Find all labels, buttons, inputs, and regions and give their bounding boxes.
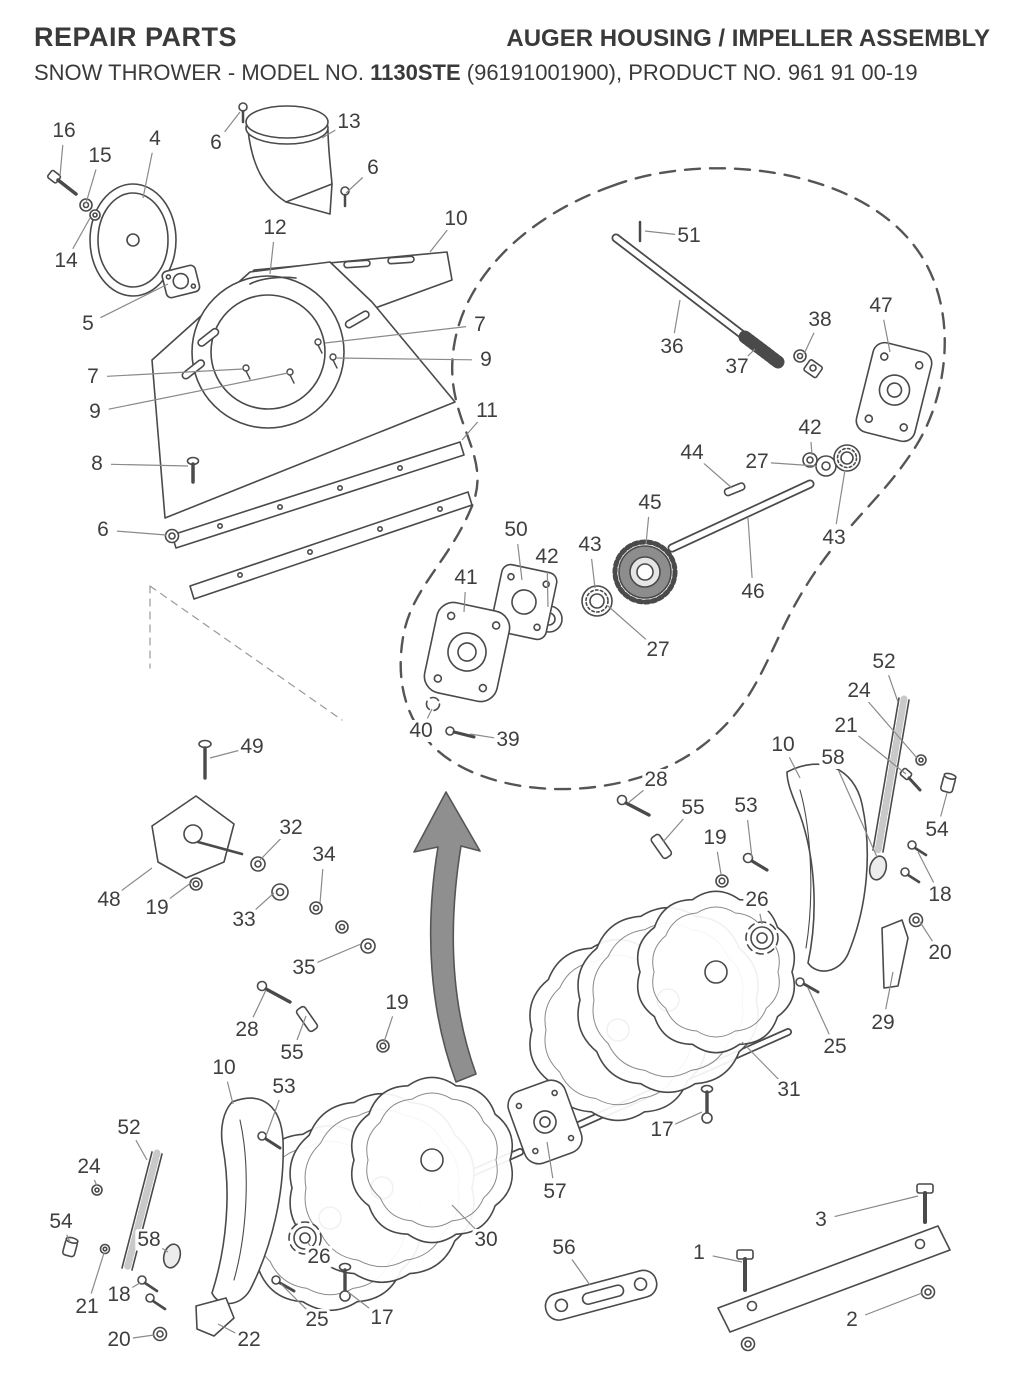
model-line-suffix: (96191001900), PRODUCT NO. 961 91 00-19 — [460, 60, 918, 85]
washer-35 — [360, 938, 376, 954]
model-line: SNOW THROWER - MODEL NO. 1130STE (961910… — [34, 60, 990, 86]
impeller-shaft-36 — [611, 220, 785, 369]
nut-20a — [908, 912, 924, 928]
screw-25a — [795, 977, 820, 994]
spacer-54b — [62, 1236, 79, 1258]
nut-20b — [152, 1326, 168, 1342]
washer-27a — [815, 455, 837, 477]
washer-34b — [335, 920, 349, 934]
bracket-29 — [881, 919, 909, 989]
washer-34a — [309, 901, 323, 915]
bearing-plate-47 — [855, 341, 933, 443]
washer-24b — [91, 1184, 103, 1196]
gearbox-57 — [507, 1079, 583, 1165]
deflector-bracket-48 — [151, 795, 244, 879]
nut-19c — [376, 1039, 390, 1053]
bolt-17a — [700, 1084, 714, 1124]
washer-32 — [250, 856, 266, 872]
bolt-17b — [338, 1262, 352, 1302]
direction-arrow — [413, 791, 481, 1083]
flange-bearing-26a — [745, 921, 779, 955]
repair-parts-title: REPAIR PARTS — [34, 22, 238, 52]
bolt-28b — [256, 980, 292, 1004]
nut-2a — [920, 1284, 936, 1300]
side-plate-left-10 — [211, 1097, 284, 1305]
rubber-strip-right-52 — [872, 695, 910, 855]
assembly-title: AUGER HOUSING / IMPELLER ASSEMBLY — [506, 25, 990, 52]
threads-37 — [738, 330, 785, 369]
washer-38 — [793, 349, 807, 363]
spacer-54a — [940, 772, 957, 794]
skid-bar-bottom — [717, 1225, 951, 1333]
construction-dashes — [149, 585, 343, 721]
screws-18a — [900, 840, 928, 884]
callout-leader-lines — [59, 111, 948, 1339]
screw-6b — [340, 186, 350, 208]
clean-out-tool-56 — [544, 1269, 658, 1321]
nut-2b — [740, 1336, 756, 1352]
nut-38 — [803, 359, 824, 379]
nut-19b — [189, 877, 203, 891]
screws-18b — [137, 1275, 167, 1311]
nut-19a — [715, 874, 729, 888]
flange-bearing-5 — [161, 264, 201, 299]
screw-25b — [271, 1275, 296, 1293]
flange-bearing-26b — [288, 1221, 322, 1255]
scraper-bar-11 — [171, 441, 473, 600]
header: REPAIR PARTS AUGER HOUSING / IMPELLER AS… — [0, 0, 1024, 86]
screw-53a — [742, 852, 769, 872]
pad-58b — [162, 1243, 182, 1269]
bearing-43a — [833, 444, 861, 472]
bolt-39 — [445, 726, 476, 739]
auger-housing — [151, 251, 456, 519]
washer-33 — [271, 883, 289, 901]
key-44 — [723, 482, 746, 497]
chute-ring-12 — [249, 276, 297, 285]
bolt-8 — [186, 456, 200, 484]
pulley-disc-4 — [89, 183, 177, 297]
gear-housing-41 — [423, 601, 511, 703]
carriage-screws-7-9 — [242, 338, 338, 384]
washer-21b — [99, 1243, 111, 1255]
sprocket-45 — [612, 539, 678, 605]
bearing-43b — [581, 585, 613, 617]
bolt-1 — [736, 1249, 754, 1292]
screw-6a — [238, 102, 248, 124]
auger-shaft-46 — [667, 479, 815, 553]
bolt-16 — [46, 169, 78, 196]
ring-clip-40 — [425, 696, 441, 712]
washer-15 — [79, 198, 93, 212]
washer-14 — [89, 209, 101, 221]
pin-55a — [650, 833, 673, 860]
rubber-strip-left-52 — [121, 1149, 163, 1273]
header-row: REPAIR PARTS AUGER HOUSING / IMPELLER AS… — [34, 22, 990, 53]
bracket-22 — [195, 1297, 235, 1337]
bolt-49 — [198, 739, 212, 780]
screw-53b — [257, 1131, 282, 1150]
pin-55b — [295, 1005, 319, 1033]
bolt-28a — [616, 794, 651, 817]
chute-base-13 — [245, 105, 333, 215]
model-number: 1130STE — [370, 60, 461, 85]
nut-6c — [164, 528, 180, 544]
washer-42a — [802, 452, 818, 468]
side-plate-right-10 — [786, 763, 869, 972]
washer-24a — [915, 754, 927, 766]
model-line-prefix: SNOW THROWER - MODEL NO. — [34, 60, 371, 85]
bolt-3 — [916, 1183, 934, 1224]
auger-spirals-30-31 — [239, 890, 796, 1312]
pad-58a — [868, 855, 888, 881]
